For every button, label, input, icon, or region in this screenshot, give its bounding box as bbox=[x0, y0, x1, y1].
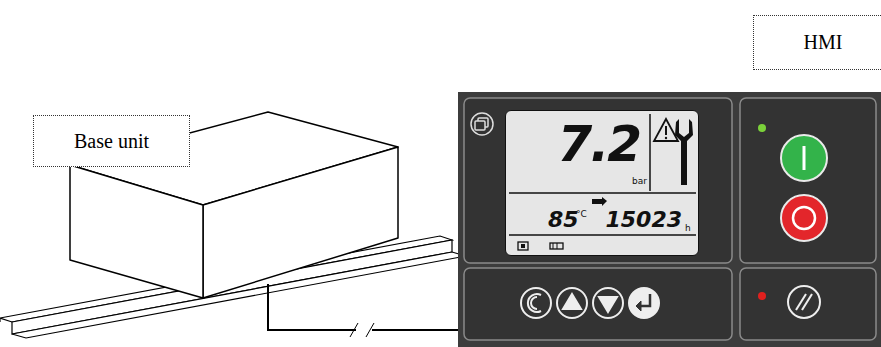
red-led bbox=[758, 292, 766, 300]
stop-button bbox=[781, 195, 827, 241]
callout-label: Base unit bbox=[74, 130, 149, 153]
unit-label: bar bbox=[632, 177, 647, 186]
temperature-value: 85 bbox=[548, 209, 579, 231]
lcd-display: 7.2 bar 85°C 15023h bbox=[505, 110, 699, 256]
callout-box: HMI bbox=[753, 15, 881, 70]
unit-label: h bbox=[685, 224, 691, 233]
callout-box: Base unit bbox=[33, 115, 190, 167]
reset-button bbox=[788, 286, 820, 318]
display-icon bbox=[471, 113, 493, 135]
pressure-value: 7.2 bbox=[557, 119, 640, 169]
cable bbox=[268, 284, 459, 337]
hmi-panel bbox=[458, 92, 881, 347]
green-led bbox=[758, 124, 766, 132]
unit-label: °C bbox=[576, 210, 587, 219]
base-unit-box bbox=[70, 112, 398, 298]
nav-buttons bbox=[521, 288, 659, 318]
callout-label: HMI bbox=[804, 31, 843, 54]
hours-value: 15023 bbox=[605, 209, 682, 231]
start-button bbox=[781, 135, 827, 181]
